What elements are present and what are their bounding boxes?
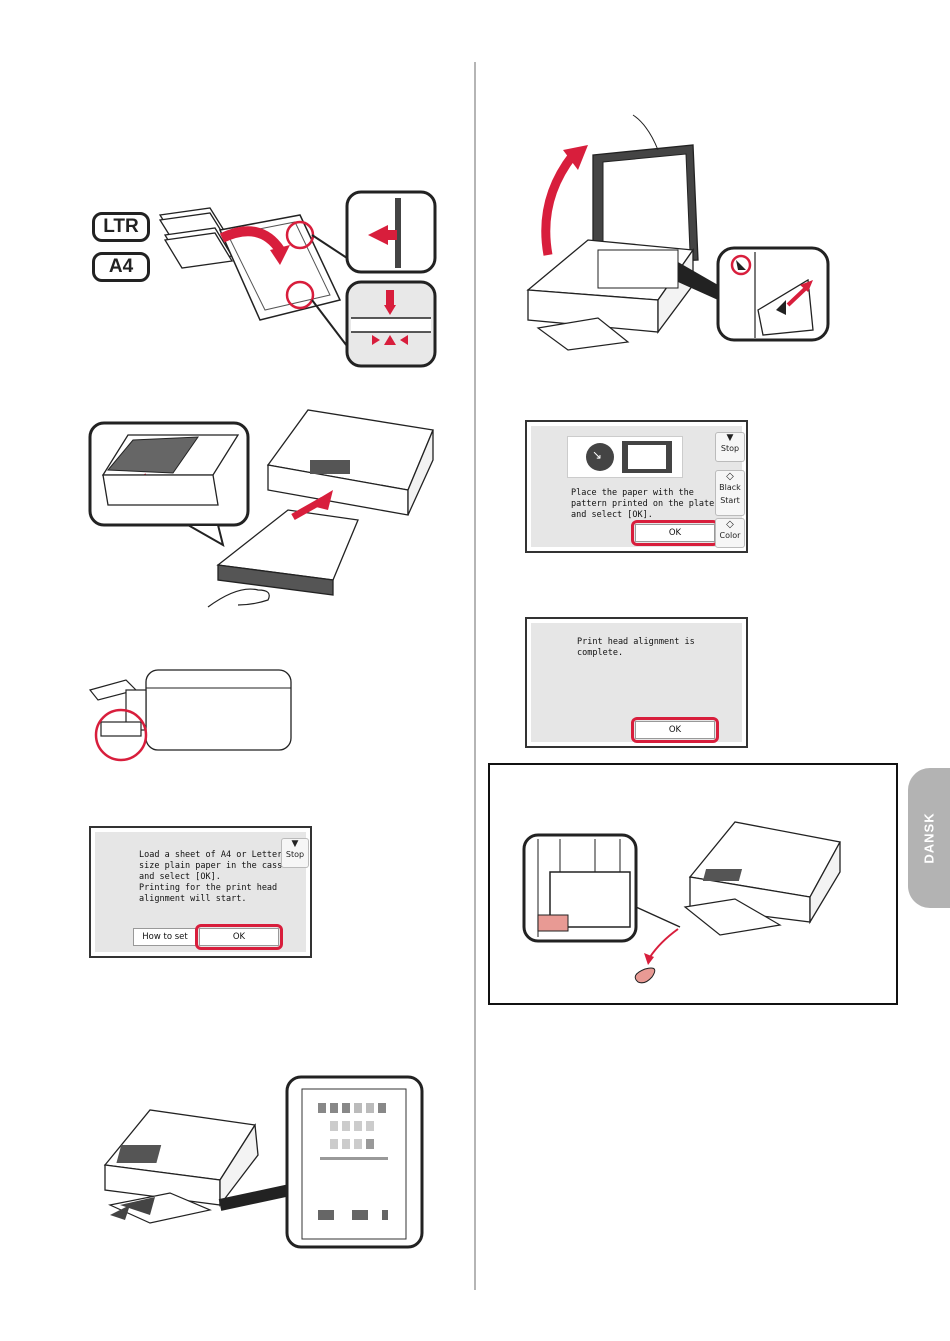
black-start-key[interactable]: ◇ Black Start xyxy=(715,470,745,516)
ok-label: OK xyxy=(232,932,246,942)
start-label: Start xyxy=(720,496,740,505)
how-to-set-button[interactable]: How to set xyxy=(133,928,197,946)
complete-ok-highlight xyxy=(631,717,719,743)
column-divider xyxy=(474,62,476,1290)
stop-icon: ▼ xyxy=(291,839,299,849)
alignment-complete-screen: Print head alignment is complete. OK xyxy=(525,617,748,748)
color-label: Color xyxy=(719,531,741,540)
place-paper-ok-button[interactable]: OK xyxy=(635,524,715,542)
place-paper-screen: ↘ Place the paper with the pattern print… xyxy=(525,420,748,553)
alignment-complete-surface: Print head alignment is complete. OK xyxy=(531,623,742,743)
output-tray-illustration xyxy=(88,669,292,762)
stop-key[interactable]: ▼ Stop xyxy=(281,838,309,868)
alignment-print-illustration xyxy=(103,1075,424,1249)
place-paper-stop-key[interactable]: ▼ Stop xyxy=(715,432,745,462)
black-start-icon: ◇ xyxy=(726,471,734,482)
stop-key-label: Stop xyxy=(285,850,305,859)
complete-message: Print head alignment is complete. xyxy=(577,637,695,658)
place-paper-screen-surface: ↘ Place the paper with the pattern print… xyxy=(531,426,745,548)
stop-icon: ▼ xyxy=(726,433,734,443)
note-box xyxy=(488,763,898,1005)
tape-removal-illustration xyxy=(522,821,841,984)
place-paper-ok-highlight xyxy=(631,520,719,546)
arrow-icon: ↘ xyxy=(592,448,603,462)
ok-highlight xyxy=(195,924,283,950)
language-tab-label: DANSK xyxy=(921,812,937,864)
ltr-badge: LTR xyxy=(92,212,150,242)
black-label: Black xyxy=(719,483,741,492)
cassette-insert-illustration xyxy=(88,409,434,608)
cassette-load-illustration xyxy=(158,190,437,368)
load-paper-screen: Load a sheet of A4 or Letter size plain … xyxy=(89,826,312,958)
how-to-set-label: How to set xyxy=(142,932,188,942)
a4-badge: A4 xyxy=(92,252,150,282)
complete-ok-label: OK xyxy=(668,725,682,735)
ok-button[interactable]: OK xyxy=(199,928,279,946)
place-paper-stop-label: Stop xyxy=(720,444,740,453)
load-paper-message: Load a sheet of A4 or Letter size plain … xyxy=(139,850,303,904)
platen-open-illustration xyxy=(526,114,830,351)
color-start-key[interactable]: ◇ Color xyxy=(715,518,745,548)
ltr-label: LTR xyxy=(103,216,139,237)
place-paper-message: Place the paper with the pattern printed… xyxy=(571,488,720,520)
color-start-icon: ◇ xyxy=(726,519,734,530)
language-tab: DANSK xyxy=(908,768,950,908)
load-paper-screen-surface: Load a sheet of A4 or Letter size plain … xyxy=(95,832,309,952)
complete-ok-button[interactable]: OK xyxy=(635,721,715,739)
a4-label: A4 xyxy=(108,256,134,277)
paper-stack-illustration: LTR A4 xyxy=(88,208,228,282)
place-paper-ok-label: OK xyxy=(668,528,682,538)
platen-diagram: ↘ xyxy=(567,436,683,478)
